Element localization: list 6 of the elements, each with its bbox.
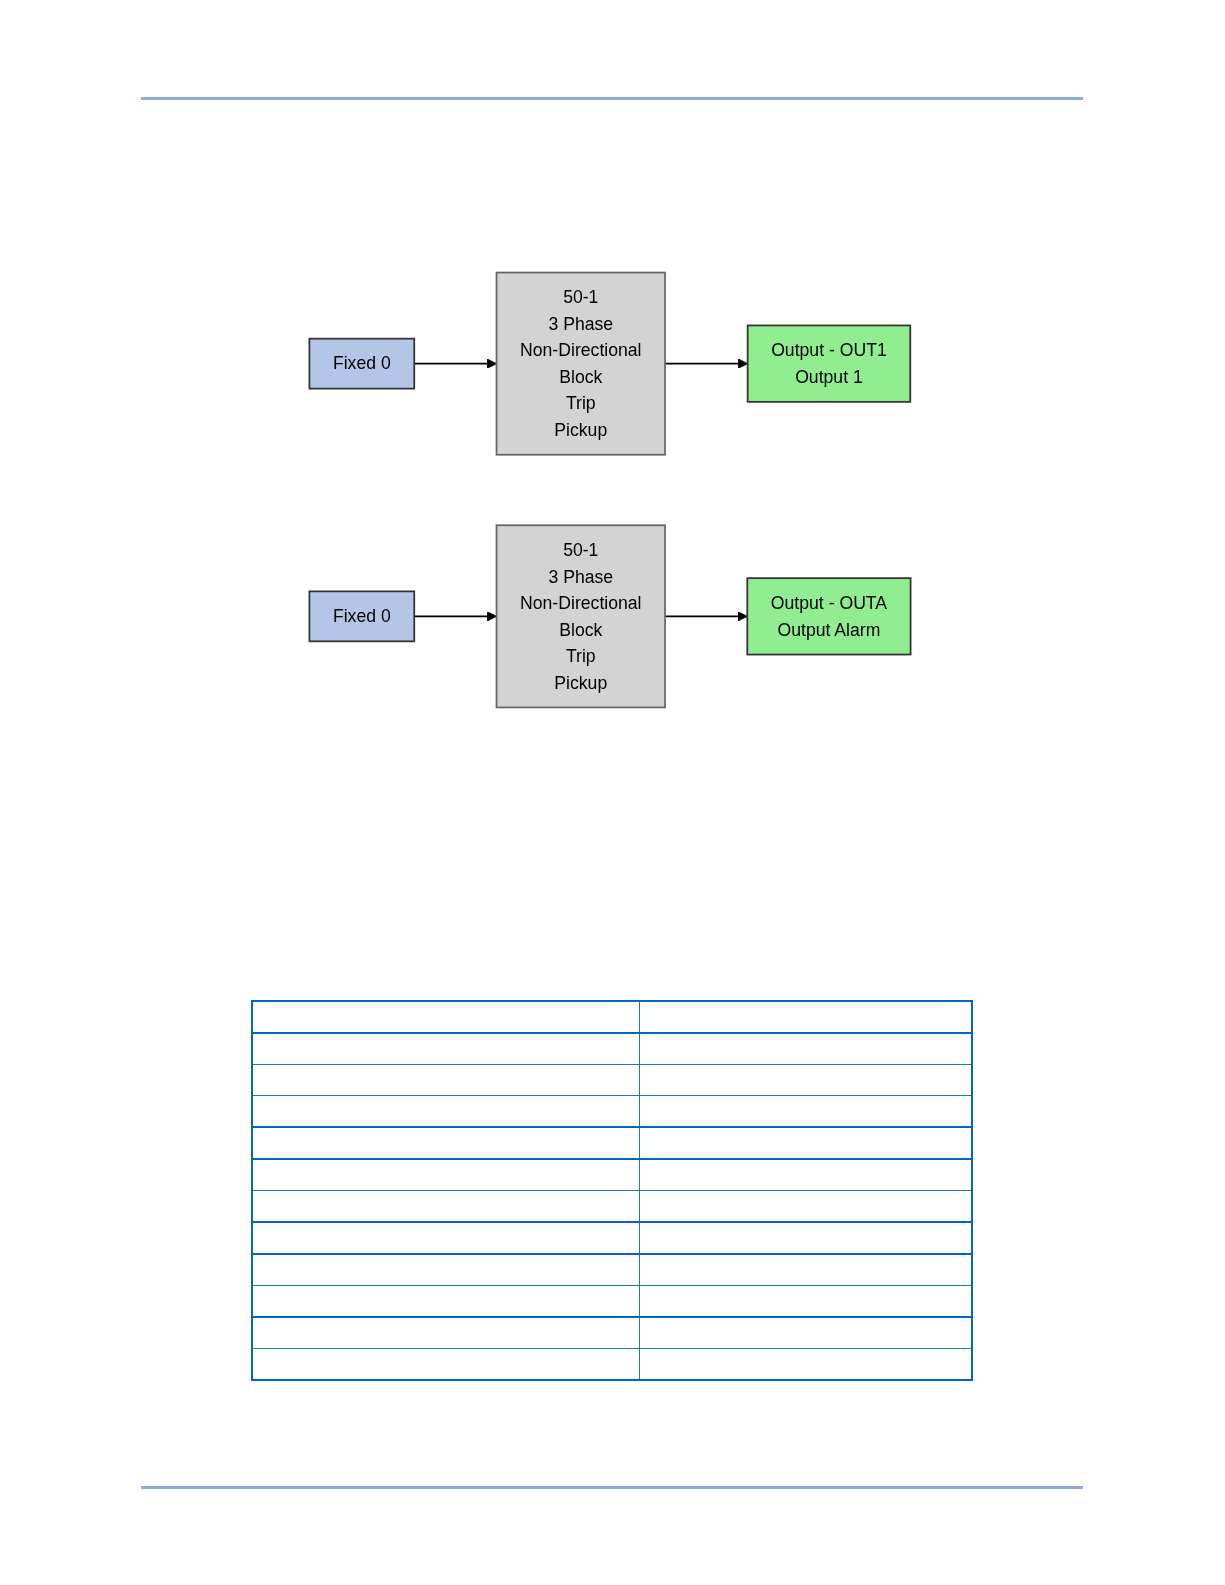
node-box: Fixed 0 bbox=[308, 590, 416, 643]
node-box: Fixed 0 bbox=[308, 337, 416, 390]
node-box: 50-1 3 Phase Non-Directional Block Trip Pickup bbox=[495, 271, 666, 456]
node-box: 50-1 3 Phase Non-Directional Block Trip Pickup bbox=[495, 524, 666, 709]
node-box: Output - OUT1 Output 1 bbox=[746, 324, 912, 403]
node-box: Output - OUTA Output Alarm bbox=[746, 577, 912, 656]
